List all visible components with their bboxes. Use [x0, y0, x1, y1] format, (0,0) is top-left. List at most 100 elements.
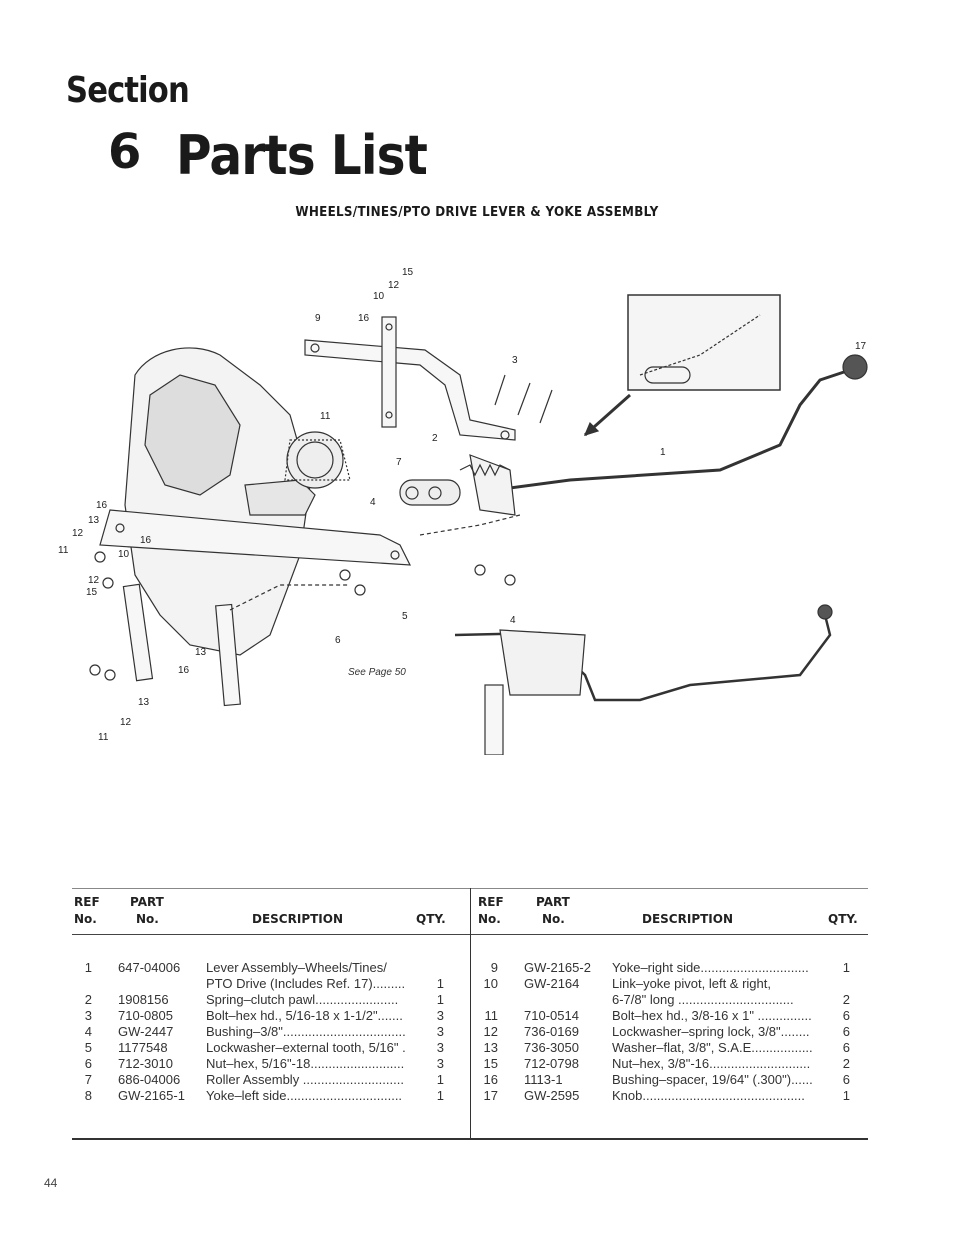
part-number: 736-3050	[524, 1040, 579, 1055]
quantity: 2	[842, 1056, 850, 1071]
header-qty: QTY.	[416, 912, 446, 926]
header-qty: QTY.	[828, 912, 858, 926]
page-title: Parts List	[176, 124, 428, 187]
assembly-subtitle: WHEELS/TINES/PTO DRIVE LEVER & YOKE ASSE…	[295, 205, 659, 220]
callout-3: 3	[512, 355, 518, 366]
callout-13: 13	[195, 647, 207, 658]
callout-11: 11	[98, 732, 109, 743]
see-page-note: See Page 50	[348, 667, 406, 678]
ref-number: 15	[483, 1056, 498, 1071]
callout-12: 12	[88, 575, 100, 586]
table-row: 15 712-0798 Nut–hex, 3/8"-16..............…	[476, 1056, 868, 1072]
ref-number: 17	[483, 1088, 498, 1103]
part-number: 710-0805	[118, 1008, 173, 1023]
ref-number: 7	[84, 1072, 92, 1087]
callout-10: 10	[373, 291, 385, 302]
part-number: 712-0798	[524, 1056, 579, 1071]
part-number: 1177548	[118, 1040, 168, 1055]
table-row: 16 1113-1 Bushing–spacer, 19/64" (.300")..…	[476, 1072, 868, 1088]
part-number: GW-2165-1	[118, 1088, 185, 1103]
ref-number: 4	[84, 1024, 92, 1039]
callout-4: 4	[370, 497, 376, 508]
callout-17: 17	[855, 341, 867, 352]
quantity: 3	[436, 1008, 444, 1023]
section-number: 6	[108, 124, 142, 180]
callout-16: 16	[96, 500, 108, 511]
part-number: 1113-1	[524, 1072, 563, 1087]
quantity: 3	[436, 1056, 444, 1071]
part-description: Nut–hex, 3/8"-16........................…	[612, 1056, 811, 1071]
quantity: 6	[842, 1024, 850, 1039]
quantity: 3	[436, 1024, 444, 1039]
quantity: 6	[842, 1072, 850, 1087]
part-number: GW-2595	[524, 1088, 580, 1103]
page-number: 44	[44, 1176, 58, 1190]
callout-7: 7	[396, 457, 402, 468]
callout-12: 12	[120, 717, 132, 728]
part-description: Nut–hex, 5/16"-18.......................…	[206, 1056, 405, 1071]
part-description: Lockwasher–spring lock, 3/8"........	[612, 1024, 810, 1039]
table-row: 17 GW-2595 Knob...........................…	[476, 1088, 868, 1104]
part-description: Yoke–right side.........................…	[612, 960, 809, 975]
part-description: Bushing–spacer, 19/64" (.300")......	[612, 1072, 813, 1087]
callout-6: 6	[335, 635, 341, 646]
quantity: 1	[436, 992, 444, 1007]
callout-13: 13	[88, 515, 100, 526]
header-description: DESCRIPTION	[642, 912, 734, 926]
ref-number: 8	[84, 1088, 92, 1103]
quantity: 1	[436, 1088, 444, 1103]
part-number: GW-2164	[524, 976, 580, 991]
quantity: 6	[842, 1040, 850, 1055]
ref-number: 1	[84, 960, 92, 975]
callout-13: 13	[138, 697, 150, 708]
callout-11: 11	[58, 545, 69, 556]
callout-15: 15	[402, 267, 414, 278]
callout-2: 2	[432, 433, 438, 444]
part-number: 710-0514	[524, 1008, 579, 1023]
part-number: GW-2447	[118, 1024, 174, 1039]
ref-number: 6	[84, 1056, 92, 1071]
ref-number: 13	[483, 1040, 498, 1055]
callout-16: 16	[358, 313, 370, 324]
part-description: Bolt–hex hd., 3/8-16 x 1" ..............…	[612, 1008, 812, 1023]
part-description: Link–yoke pivot, left & right, 6-7/8" lo…	[612, 976, 794, 1007]
part-description: Washer–flat, 3/8", S.A.E................…	[612, 1040, 813, 1055]
header-description: DESCRIPTION	[252, 912, 344, 926]
quantity: 1	[842, 1088, 850, 1103]
ref-number: 16	[483, 1072, 498, 1087]
part-number: GW-2165-2	[524, 960, 591, 975]
callout-12: 12	[72, 528, 84, 539]
section-label: Section	[66, 70, 190, 111]
ref-number: 3	[84, 1008, 92, 1023]
part-description: Lever Assembly–Wheels/Tines/ PTO Drive (…	[206, 960, 406, 991]
callout-5: 5	[402, 611, 408, 622]
callout-12: 12	[388, 280, 400, 291]
ref-number: 5	[84, 1040, 92, 1055]
table-row: 6 712-3010 Nut–hex, 5/16"-18..............…	[72, 1056, 468, 1072]
part-description: Knob....................................…	[612, 1088, 805, 1103]
callout-11: 11	[320, 411, 331, 422]
quantity: 2	[842, 992, 850, 1007]
part-number: 712-3010	[118, 1056, 173, 1071]
callout-9: 9	[315, 313, 321, 324]
exploded-parts-diagram: 15 12 10 9 16 11 3 2 7 1 17 4 16 13 12 1…	[58, 267, 868, 755]
ref-number: 12	[483, 1024, 498, 1039]
callout-1: 1	[660, 447, 666, 458]
part-description: Lockwasher–external tooth, 5/16" .	[206, 1040, 406, 1055]
table-column-divider	[470, 888, 471, 1140]
quantity: 1	[436, 976, 444, 991]
